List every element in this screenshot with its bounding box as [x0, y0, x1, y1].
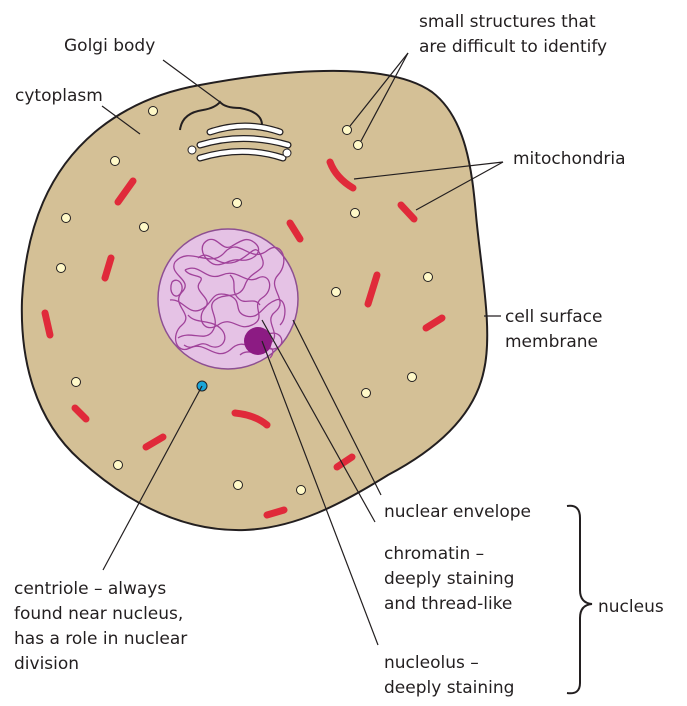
mitochondrion: [267, 510, 284, 515]
small-structure: [408, 373, 417, 382]
cell-surface-membrane-label: cell surface membrane: [505, 307, 608, 352]
small-structure: [140, 223, 149, 232]
small-structure: [354, 141, 363, 150]
small-structures-label-line: are difficult to identify: [419, 37, 607, 57]
small-structures-label-line: small structures that: [419, 12, 596, 32]
small-structure: [57, 264, 66, 273]
centriole-label-line: centriole – always: [14, 579, 166, 599]
golgi-vesicle: [283, 149, 291, 157]
small-structure: [233, 199, 242, 208]
golgi-label: Golgi body: [64, 36, 155, 56]
chromatin-label-line: deeply staining: [384, 569, 514, 589]
chromatin-label-line: chromatin –: [384, 544, 484, 564]
small-structure: [111, 157, 120, 166]
small-structure: [351, 209, 360, 218]
mitochondrion: [45, 313, 50, 335]
small-structure: [62, 214, 71, 223]
small-structure: [234, 481, 243, 490]
golgi-vesicle: [188, 146, 196, 154]
small-structure: [72, 378, 81, 387]
nuclear-envelope-label: nuclear envelope: [384, 502, 531, 522]
mitochondria-label: mitochondria: [513, 149, 626, 169]
small-structure: [114, 461, 123, 470]
nucleus-bracket: [567, 506, 592, 694]
centriole-label-line: found near nucleus,: [14, 604, 183, 624]
cytoplasm-label: cytoplasm: [15, 86, 103, 106]
small-structure: [149, 107, 158, 116]
centriole-label-line: has a role in nuclear: [14, 629, 187, 649]
chromatin-label: chromatin – deeply staining and thread-l…: [384, 544, 520, 614]
nucleolus-label-line: deeply staining: [384, 678, 514, 698]
chromatin-label-line: and thread-like: [384, 594, 512, 614]
nucleolus-label: nucleolus – deeply staining: [384, 653, 514, 698]
small-structure: [332, 288, 341, 297]
small-structures-label: small structures that are difficult to i…: [419, 12, 607, 57]
membrane-label-line: cell surface: [505, 307, 602, 327]
small-structure: [424, 273, 433, 282]
centriole-label-line: division: [14, 654, 79, 674]
small-structure: [343, 126, 352, 135]
nucleus-label: nucleus: [598, 597, 664, 617]
small-structure: [297, 486, 306, 495]
centriole-label: centriole – always found near nucleus, h…: [14, 579, 193, 674]
small-structure: [362, 389, 371, 398]
membrane-label-line: membrane: [505, 332, 598, 352]
nucleolus-label-line: nucleolus –: [384, 653, 479, 673]
